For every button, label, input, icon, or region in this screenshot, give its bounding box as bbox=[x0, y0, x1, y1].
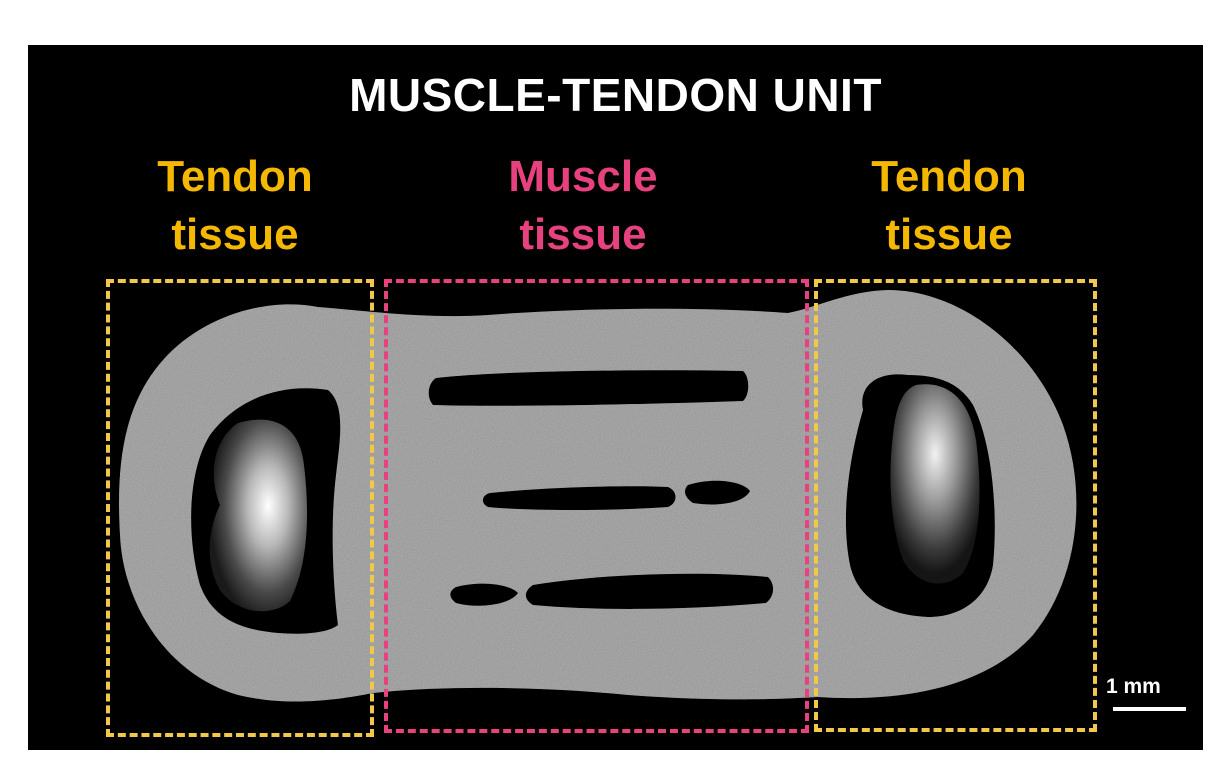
right-tendon-label-line2: tissue bbox=[885, 210, 1013, 259]
left-tendon-label: Tendon tissue bbox=[85, 148, 385, 264]
left-post bbox=[209, 419, 308, 612]
muscle-label: Muscle tissue bbox=[433, 148, 733, 264]
tissue-body bbox=[119, 290, 1077, 702]
tissue-image bbox=[119, 290, 1077, 702]
right-tendon-label: Tendon tissue bbox=[799, 148, 1099, 264]
micrograph: MUSCLE-TENDON UNIT Tendon tissue Muscle … bbox=[28, 45, 1203, 750]
left-tendon-label-line1: Tendon bbox=[157, 152, 313, 201]
left-tendon-region-box bbox=[106, 279, 374, 737]
right-post bbox=[890, 384, 980, 584]
right-tendon-region-box bbox=[814, 279, 1097, 732]
figure-title: MUSCLE-TENDON UNIT bbox=[349, 69, 882, 121]
scale-bar bbox=[1113, 707, 1186, 711]
muscle-label-line1: Muscle bbox=[508, 152, 658, 201]
left-tendon-label-line2: tissue bbox=[171, 210, 299, 259]
muscle-region-box bbox=[384, 279, 809, 733]
muscle-label-line2: tissue bbox=[519, 210, 647, 259]
right-tendon-label-line1: Tendon bbox=[871, 152, 1027, 201]
scale-bar-label: 1 mm bbox=[1106, 675, 1161, 698]
